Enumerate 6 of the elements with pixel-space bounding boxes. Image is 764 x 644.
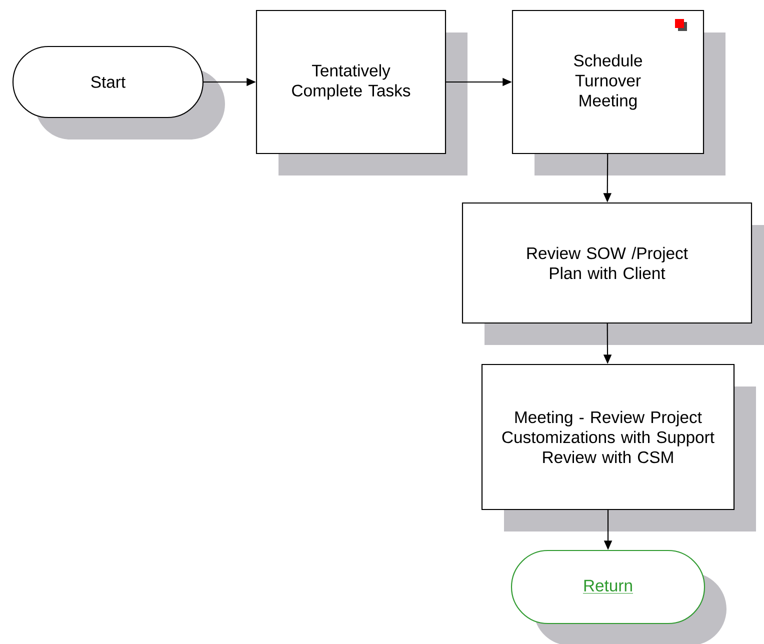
start-terminator: Start (12, 46, 225, 140)
process-box: Meeting - Review Project Customizations with Support Review with CSM (481, 364, 756, 532)
process-box: Review SOW /Project Plan with Client (462, 202, 764, 345)
process-box: Schedule Turnover Meeting (512, 10, 726, 176)
process-box: Tentatively Complete Tasks (256, 10, 468, 176)
return-terminator: Return (510, 550, 726, 644)
